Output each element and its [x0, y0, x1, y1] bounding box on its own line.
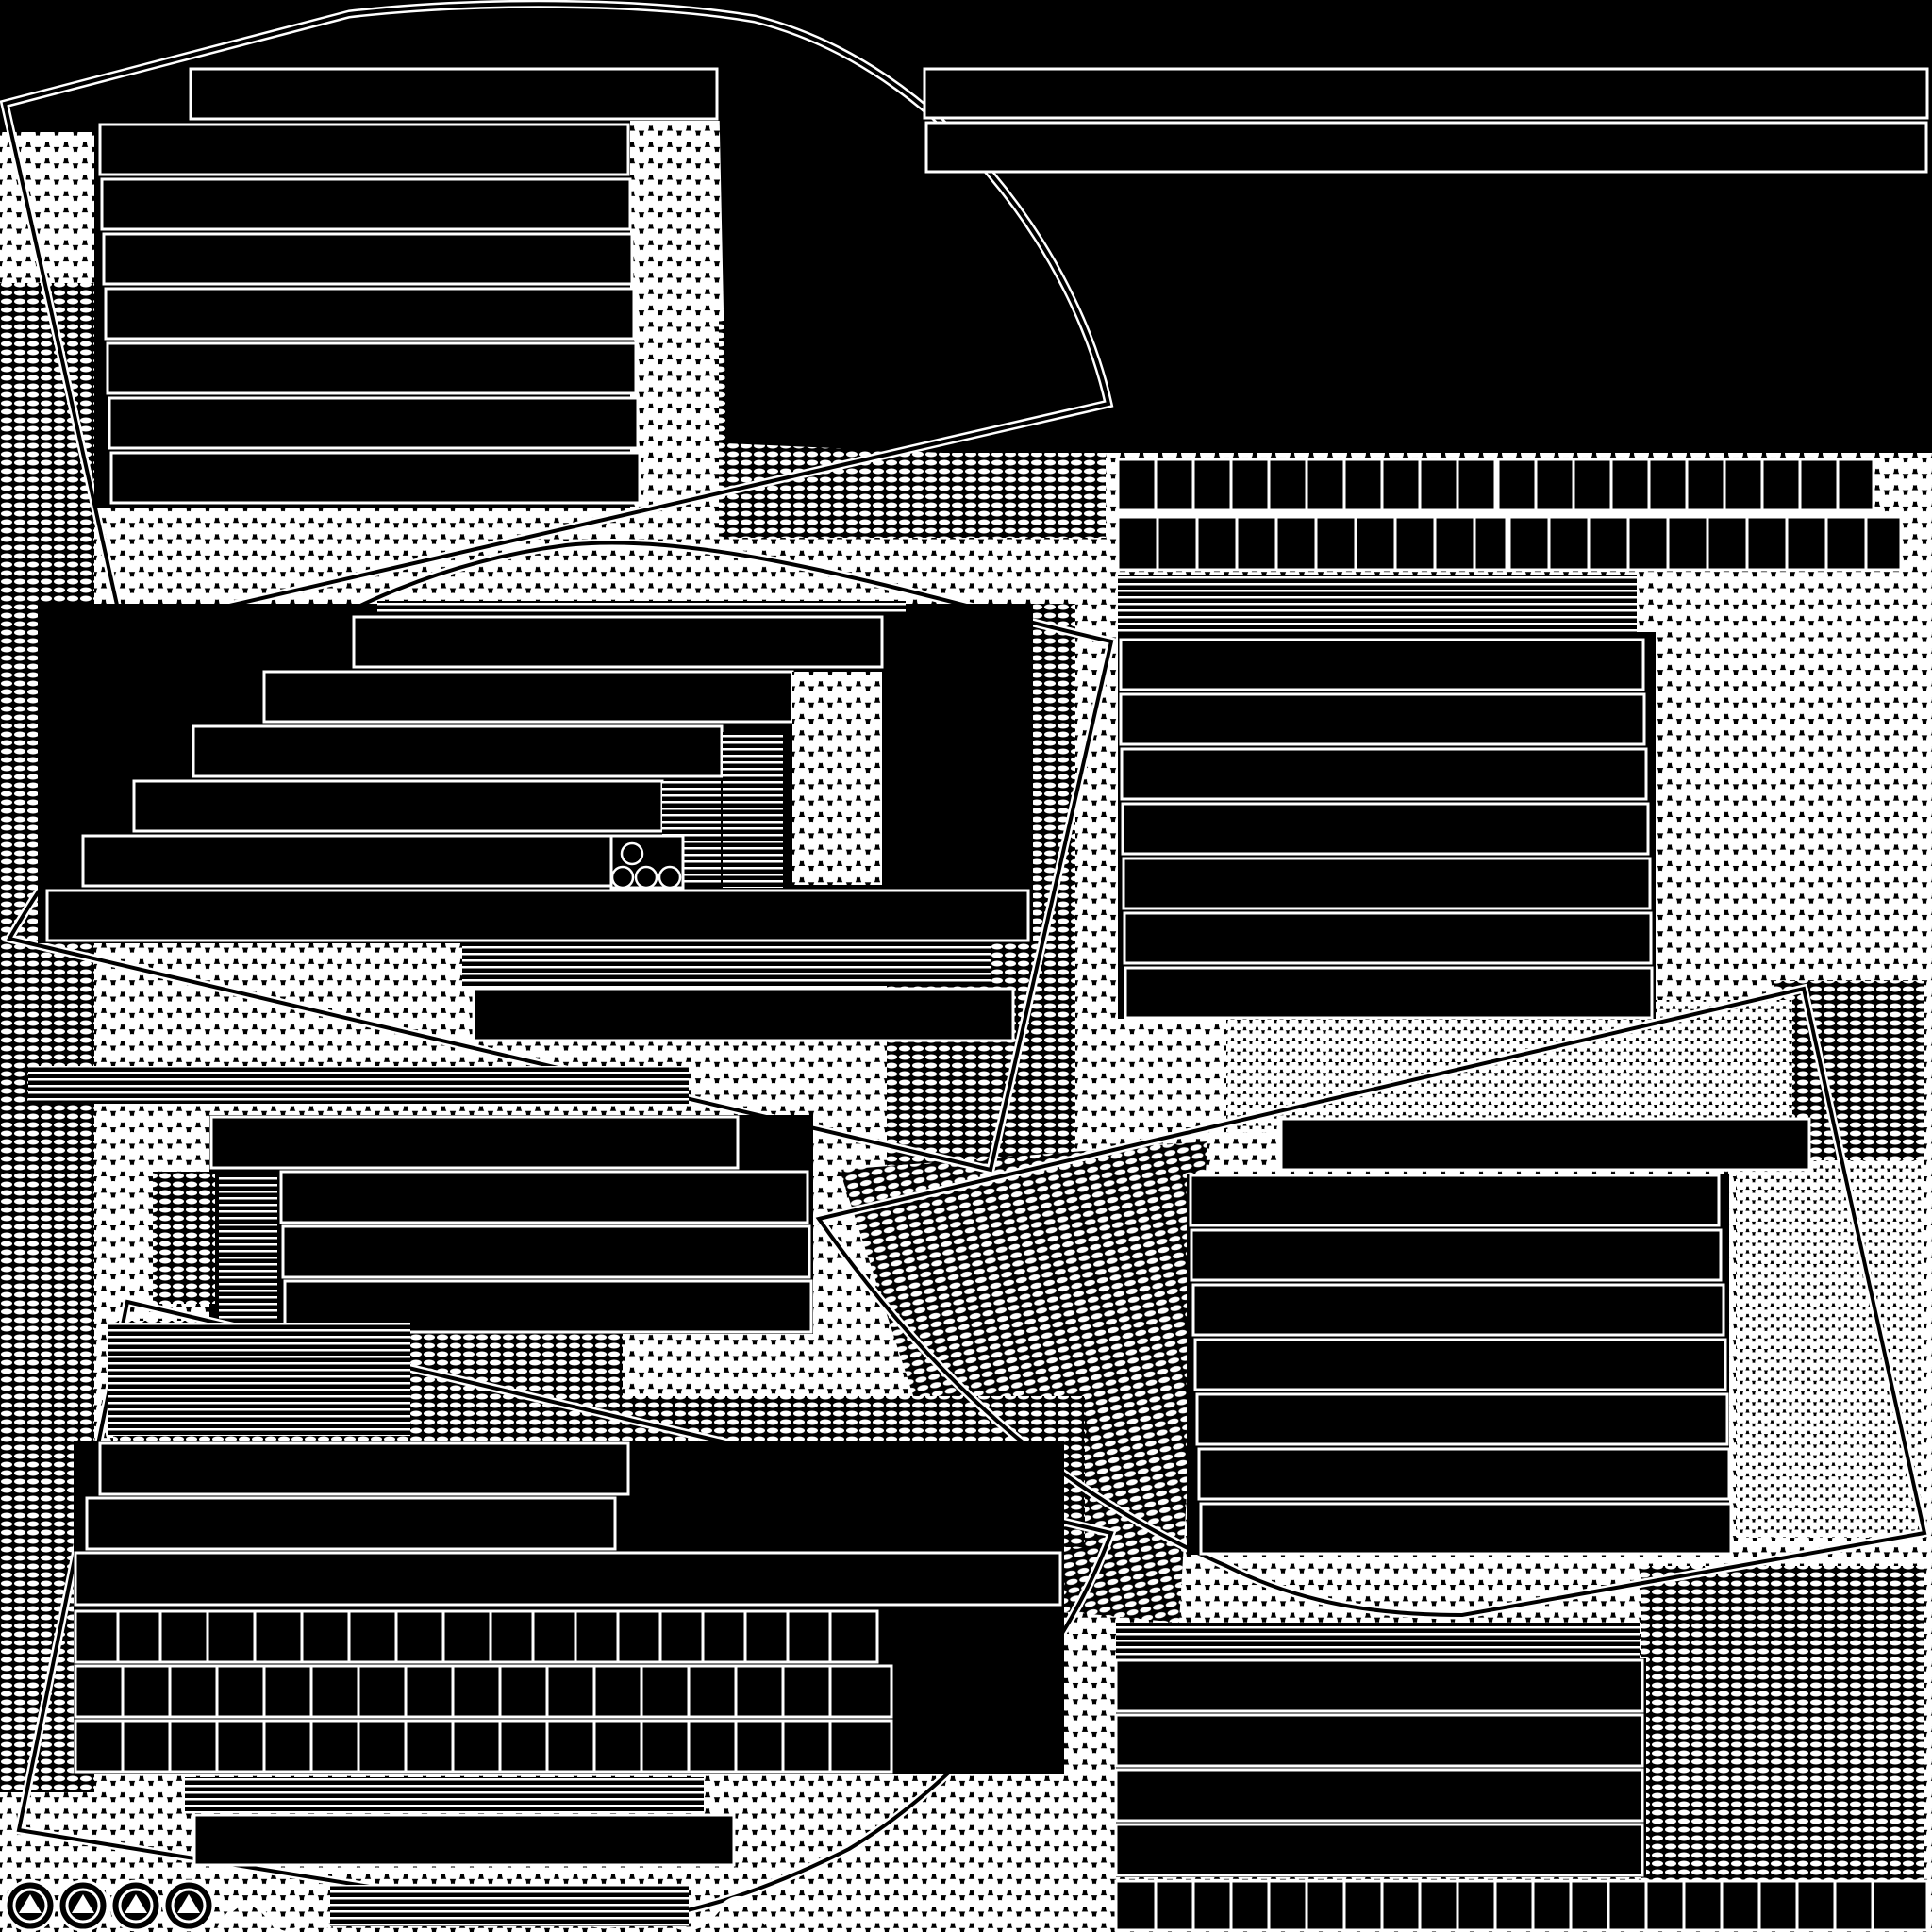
wave-icon — [217, 1902, 332, 1932]
bar — [1114, 1823, 1644, 1877]
bar — [98, 1441, 630, 1496]
cell-row — [1507, 515, 1903, 572]
cell-row — [74, 1664, 893, 1719]
circular-seal-icon — [57, 1879, 109, 1932]
bar — [1121, 802, 1650, 856]
bar — [1119, 692, 1646, 746]
bar — [1114, 1768, 1644, 1823]
bar — [100, 177, 632, 231]
bar — [74, 1551, 1062, 1607]
bar — [1197, 1447, 1731, 1501]
bar — [85, 1496, 617, 1551]
bar — [1122, 857, 1652, 910]
cell-divider — [1154, 459, 1840, 510]
bar — [45, 889, 1030, 942]
bar — [192, 724, 724, 778]
bar — [189, 67, 719, 121]
bar — [352, 615, 884, 669]
cell-row — [1114, 1879, 1929, 1932]
circle-cluster — [609, 834, 685, 890]
bar — [1193, 1338, 1727, 1391]
cluster-circle — [658, 865, 682, 890]
cell-row — [74, 1609, 879, 1664]
bar — [1189, 1174, 1721, 1227]
bar — [923, 67, 1929, 120]
cell-row — [1114, 1879, 1929, 1932]
cell-row — [1116, 515, 1508, 572]
cell-row — [74, 1609, 893, 1774]
bar — [98, 123, 630, 176]
horizontal-lines-texture — [185, 1777, 704, 1813]
bar — [192, 1813, 736, 1867]
top-left-outline — [2, 2, 1111, 633]
bar-stack — [1114, 1658, 1644, 1877]
cell-row — [1116, 458, 1903, 572]
circular-seal-icon — [109, 1879, 162, 1932]
horizontal-lines-texture — [462, 943, 991, 986]
circular-seal-icon — [4, 1879, 57, 1932]
small-icons-column — [153, 1172, 215, 1304]
bar — [281, 1224, 811, 1279]
horizontal-lines-texture — [1118, 575, 1637, 632]
small-circles-texture — [1226, 1000, 1792, 1132]
cluster-circle — [634, 865, 658, 890]
horizontal-lines-texture — [28, 1066, 689, 1104]
bar — [472, 987, 1015, 1042]
cell-divider — [1156, 517, 1868, 570]
bar — [1195, 1392, 1729, 1446]
pill-column-texture — [219, 1174, 277, 1320]
bar — [108, 396, 640, 450]
cell-dividers — [1154, 459, 1868, 570]
bar — [262, 670, 794, 724]
packed-circles-texture — [627, 121, 722, 508]
bar — [209, 1115, 740, 1170]
bar — [1124, 966, 1654, 1020]
bar-stack — [1119, 638, 1654, 1020]
bar — [1114, 1713, 1644, 1768]
oval-texture — [1641, 1566, 1924, 1924]
cell-divider — [116, 1611, 832, 1662]
seal-row — [4, 1879, 215, 1932]
bar — [106, 341, 638, 395]
cell-dividers — [116, 1611, 832, 1772]
bar — [279, 1170, 809, 1224]
pill-column-texture — [723, 732, 783, 888]
bar — [1119, 638, 1645, 691]
cell-divider — [121, 1666, 832, 1717]
bar-stack — [1189, 1174, 1733, 1556]
wave-icon — [658, 1895, 768, 1931]
cluster-circle — [610, 865, 635, 890]
bar — [1190, 1228, 1723, 1282]
packed-circles-texture — [792, 672, 882, 885]
bar — [1120, 747, 1648, 801]
small-circles-texture — [1736, 1160, 1924, 1538]
cell-row — [74, 1719, 893, 1774]
cluster-circle — [620, 841, 644, 866]
bar — [1114, 1658, 1644, 1713]
bar — [1123, 911, 1653, 965]
bar — [104, 287, 636, 341]
oval-texture — [840, 1141, 1208, 1623]
circular-seal-icon — [162, 1879, 215, 1932]
cell-divider — [1154, 1881, 1874, 1930]
bar — [81, 834, 613, 888]
horizontal-lines-texture — [1116, 1623, 1640, 1658]
horizontal-lines-texture — [108, 1323, 410, 1436]
bar-stack — [98, 123, 641, 505]
horizontal-lines-texture — [377, 601, 906, 612]
pill-group — [330, 1885, 689, 1926]
bar — [924, 121, 1928, 174]
bar — [1279, 1117, 1811, 1172]
bar — [1199, 1502, 1733, 1556]
cell-divider — [121, 1721, 832, 1772]
bar — [132, 779, 664, 833]
bar — [1191, 1283, 1725, 1337]
bar — [109, 451, 641, 505]
bar-stack — [45, 615, 1030, 942]
bar — [102, 232, 634, 286]
